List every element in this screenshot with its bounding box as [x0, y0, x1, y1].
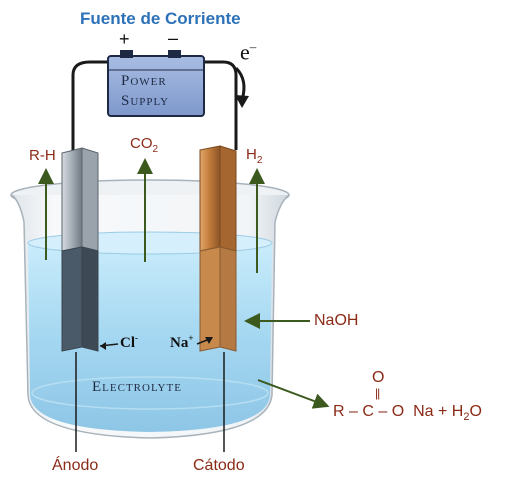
power-supply-box — [107, 55, 205, 117]
diagram-title: Fuente de Corriente — [80, 9, 241, 28]
co2-label: CO2 — [130, 135, 159, 155]
cathode-electrode-submerged — [199, 246, 221, 352]
positive-terminal — [120, 50, 133, 58]
plus-sign: + — [119, 29, 130, 49]
power-supply-line2: Supply — [121, 93, 170, 109]
sodium-ion-label: Na+ — [170, 333, 194, 351]
cathode-electrode-side — [219, 145, 237, 252]
anode-electrode-side — [81, 147, 99, 252]
negative-terminal — [168, 50, 181, 58]
rh-label: R-H — [29, 147, 56, 164]
anode-wire — [71, 60, 112, 153]
product-carbonyl-o: O — [372, 369, 385, 386]
cathode-label: Cátodo — [193, 457, 245, 474]
cathode-wire — [200, 60, 238, 150]
product-formula: R – C – O Na + H2O — [333, 403, 482, 424]
electrolyte-label: Electrolyte — [92, 379, 182, 395]
chloride-ion-label: Cl- — [120, 333, 138, 351]
beaker-bottom-ring — [31, 376, 269, 410]
h2-label: H2 — [246, 146, 263, 166]
anode-electrode-submerged — [61, 246, 83, 352]
naoh-label: NaOH — [314, 312, 359, 329]
electron-label: e– — [240, 39, 257, 65]
power-supply-line1: Power — [121, 73, 167, 89]
minus-sign: – — [168, 28, 179, 48]
cathode-electrode-top — [199, 145, 221, 252]
product-double-bond: || — [375, 386, 380, 400]
anode-label: Ánodo — [52, 457, 99, 474]
anode-electrode-top — [61, 147, 83, 252]
product-arrow — [257, 379, 330, 409]
